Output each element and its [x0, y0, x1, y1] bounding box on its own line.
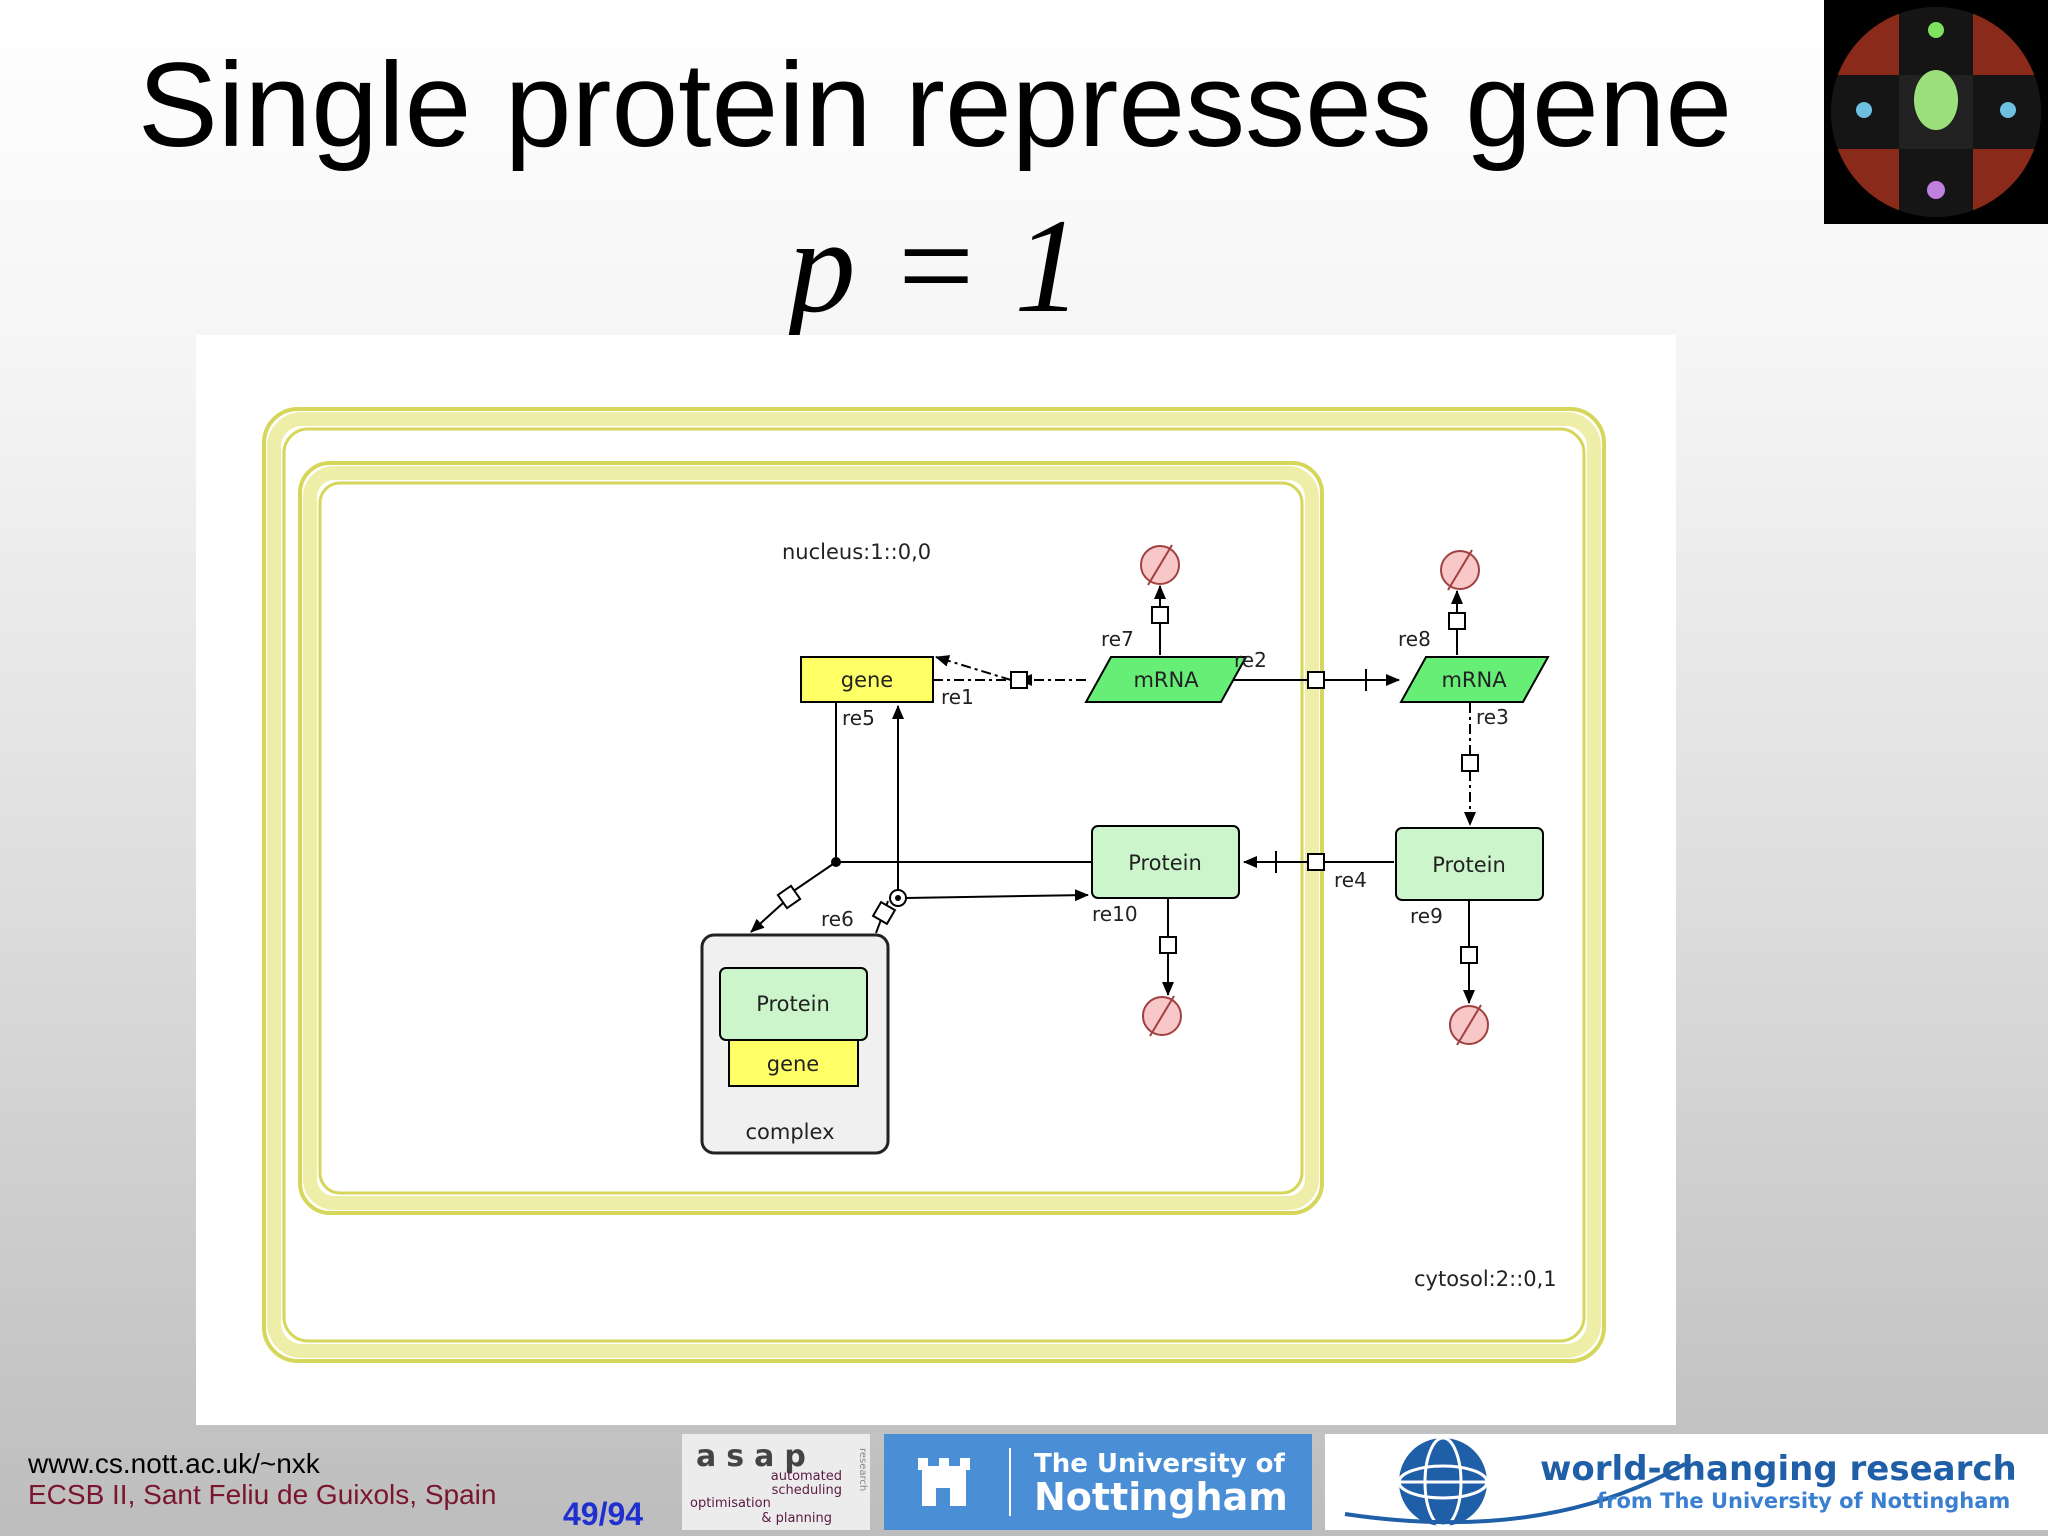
footer-url: www.cs.nott.ac.uk/~nxk: [28, 1448, 320, 1479]
re6-label: re6: [821, 907, 854, 931]
svg-text:research: research: [857, 1448, 868, 1491]
castle-crest-icon: [918, 1458, 970, 1506]
cytosol-label: cytosol:2::0,1: [1414, 1267, 1557, 1291]
diagram-panel: nucleus:1::0,0 cytosol:2::0,1 re1 gene r…: [196, 335, 1676, 1425]
slide-title: Single protein represses gene: [137, 38, 1733, 172]
re10-node: [1159, 936, 1177, 954]
mrna-cytosol-label: mRNA: [1441, 668, 1507, 692]
asap-logo: asap automated scheduling optimisation &…: [682, 1434, 870, 1530]
university-of-nottingham-logo: The University of Nottingham: [884, 1434, 1312, 1530]
svg-text:world-changing research: world-changing research: [1540, 1449, 2017, 1489]
nucleus-compartment: [298, 461, 1324, 1215]
re5-label: re5: [842, 706, 875, 730]
re7-label: re7: [1101, 627, 1134, 651]
svg-text:The University of: The University of: [1034, 1449, 1286, 1479]
re3-label: re3: [1476, 705, 1509, 729]
re10-label: re10: [1092, 902, 1138, 926]
gene-node: [800, 656, 934, 703]
re2-label: re2: [1234, 648, 1267, 672]
complex-label: complex: [746, 1120, 835, 1144]
re9-node: [1460, 946, 1478, 964]
world-changing-research-logo: world-changing research from The Univers…: [1325, 1434, 2048, 1530]
svg-text:automated: automated: [771, 1469, 842, 1484]
footer-venue: ECSB II, Sant Feliu de Guixols, Spain: [28, 1479, 497, 1510]
cytosol-compartment: [262, 407, 1606, 1363]
reaction-diagram: nucleus:1::0,0 cytosol:2::0,1 re1 gene r…: [262, 407, 1606, 1363]
svg-text:Nottingham: Nottingham: [1034, 1475, 1288, 1519]
protein-nucleus-label: Protein: [1128, 851, 1202, 875]
gene-label: gene: [841, 668, 893, 692]
svg-text:optimisation: optimisation: [690, 1496, 771, 1511]
svg-text:from The University of Notting: from The University of Nottingham: [1597, 1489, 2010, 1513]
re6-node: [776, 884, 802, 910]
mrna-cytosol-node: [1399, 656, 1550, 703]
protein-cytosol-node: [1395, 827, 1544, 901]
complex-gene-label: gene: [767, 1052, 819, 1076]
re5-node: [871, 900, 897, 926]
re2-node: [1307, 671, 1325, 689]
re3-node: [1461, 754, 1479, 772]
re7-node: [1151, 606, 1169, 624]
svg-text:asap: asap: [696, 1439, 816, 1474]
svg-text:& planning: & planning: [761, 1511, 832, 1526]
re8-label: re8: [1398, 627, 1431, 651]
re1-label: re1: [941, 685, 974, 709]
formula: p = 1: [788, 192, 1082, 341]
re4-label: re4: [1334, 868, 1367, 892]
svg-text:scheduling: scheduling: [772, 1483, 842, 1498]
re8-node: [1448, 612, 1466, 630]
re9-label: re9: [1410, 904, 1443, 928]
protein-cytosol-label: Protein: [1432, 853, 1506, 877]
complex-protein-label: Protein: [756, 992, 830, 1016]
mrna-nucleus-label: mRNA: [1133, 668, 1199, 692]
cell-thumbnail-image: [1824, 0, 2048, 224]
mrna-nucleus-node: [1084, 656, 1248, 703]
nucleus-label: nucleus:1::0,0: [782, 540, 931, 564]
re4-node: [1307, 853, 1325, 871]
globe-icon: [1344, 1436, 1686, 1528]
page-number: 49/94: [563, 1496, 644, 1532]
re1-node: [1010, 671, 1028, 689]
complex-gene-node: [728, 1039, 859, 1087]
